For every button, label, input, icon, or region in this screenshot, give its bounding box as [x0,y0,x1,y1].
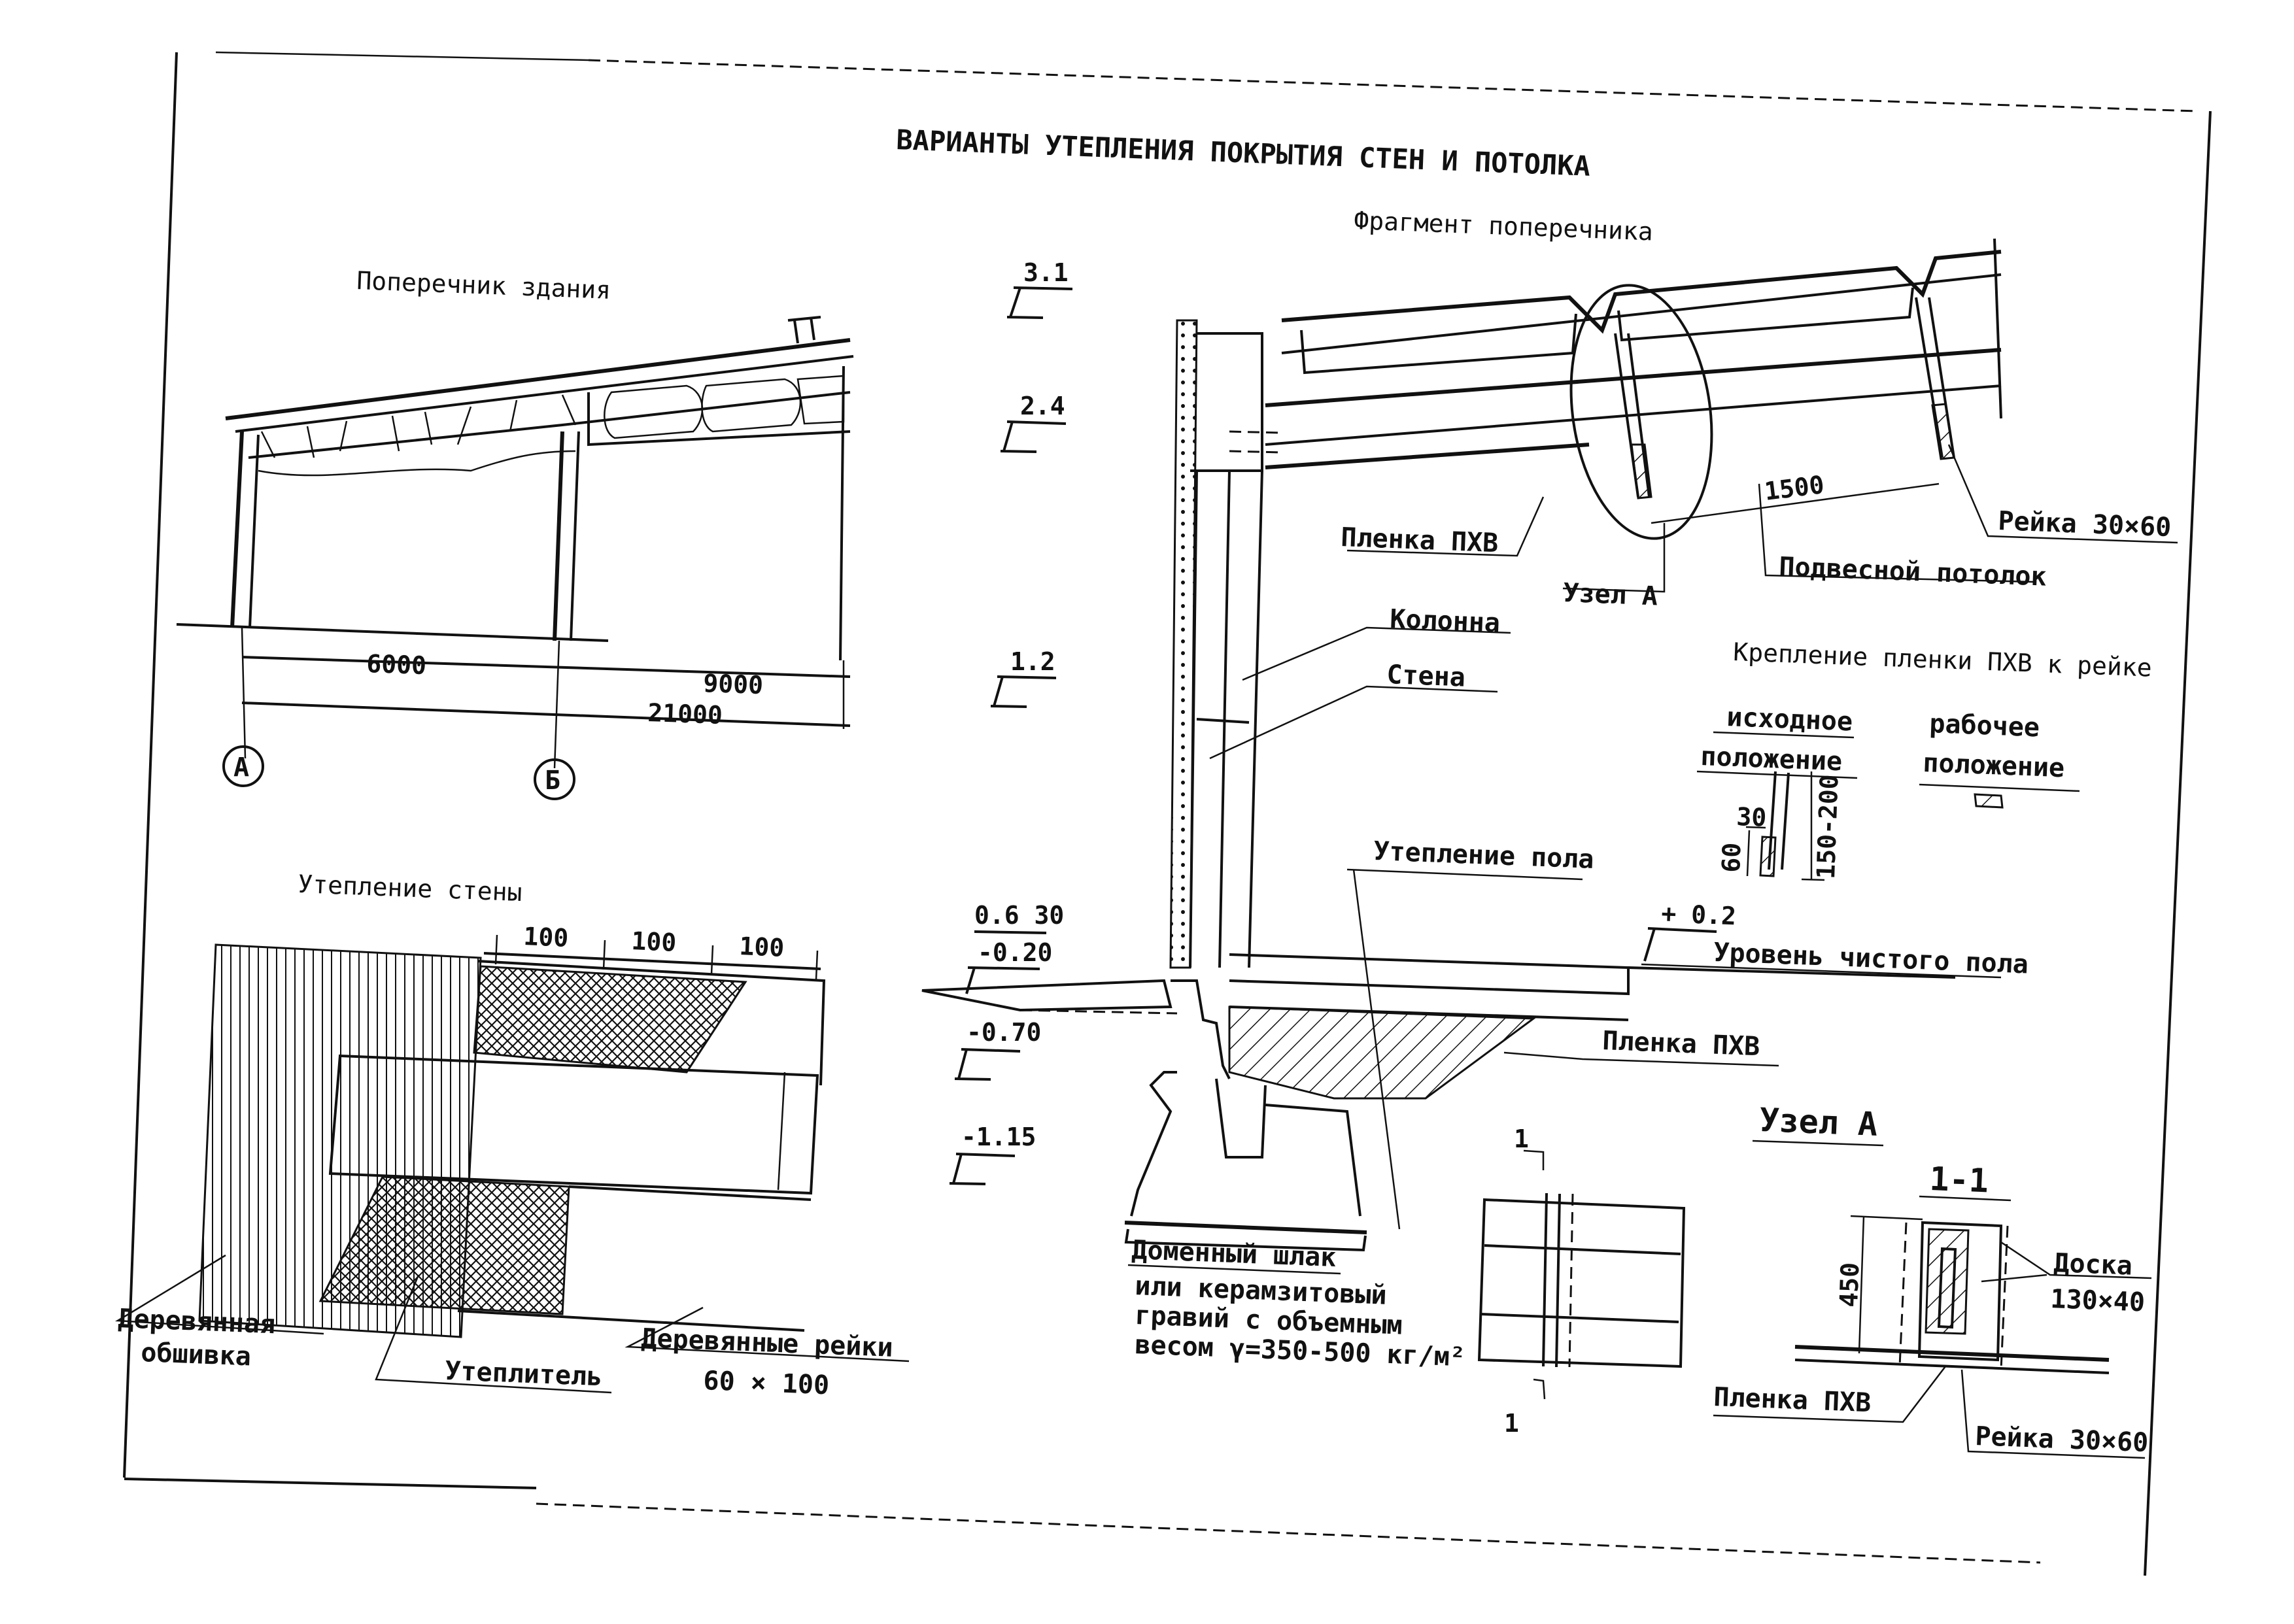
level-marks: 3.1 2.4 1.2 0.6 30 -0.20 -0.70 -1.15 [949,258,1073,1185]
wall-dim-2: 100 [631,926,677,957]
label-floor-insulation: Утепление пола [1373,836,1595,875]
level-1-text: 3.1 [1023,258,1069,287]
slag-line-4: весом γ=350-500 кг/м² [1135,1330,1466,1372]
level-2-text: 2.4 [1020,392,1065,420]
level-mark-3: 1.2 [990,647,1057,708]
insulant-bottom [318,1176,570,1315]
level-mark-7: -1.15 [949,1123,1036,1185]
dim-150-200: 150-200 [1811,774,1844,880]
fragment-section: Фрагмент поперечника [921,206,2178,1372]
node-a-highlight [1569,284,1713,540]
working-position-line1: рабочее [1929,709,2040,743]
label-battens-line1: Деревянные рейки [641,1323,894,1363]
wall-insulation-title: Утепление стены [298,870,523,907]
wood-batten [328,1054,819,1195]
label-film-roof: Пленка ПХВ [1341,522,1499,558]
cut-mark-top: 1 [1514,1125,1529,1153]
label-wall: Стена [1386,660,1466,693]
label-insulant: Утеплитель [445,1356,603,1392]
wall-masonry [1169,319,1198,969]
level-mark-5: -0.20 [965,938,1052,994]
axis-marker-b [534,758,575,800]
film-fixing-title: Крепление пленки ПХВ к рейке [1733,637,2153,683]
level-mark-6: -0.70 [954,1018,1041,1081]
axis-marker-a [222,745,264,787]
initial-position-line2: положение [1700,741,1843,777]
dim-30: 30 [1736,802,1767,832]
axis-label-a: А [233,753,249,783]
cut-mark-bottom: 1 [1504,1409,1519,1438]
insulant-top [473,965,747,1074]
dim-450: 450 [1834,1262,1864,1308]
label-board-line2: 130×40 [2050,1284,2146,1318]
label-column: Колонна [1390,604,1501,638]
node-a-title: Узел А [1759,1101,1879,1143]
wall-dim-3: 100 [739,932,785,962]
node-a-detail: Узел А 1 1 1-1 450 Доска 130×40 Пленка П… [1477,1101,2152,1459]
wall-insulation-detail: Утепление стены 100 100 100 Деревянная о… [114,870,910,1400]
level-mark-1: 3.1 [1006,258,1073,319]
film-fixing-detail: Крепление пленки ПХВ к рейке исходное по… [1696,637,2153,881]
label-cladding-line2: обшивка [141,1338,252,1372]
label-node-batten: Рейка 30×60 [1975,1421,2149,1458]
dim-total: 21000 [647,698,723,730]
label-node-a: Узел А [1563,578,1658,612]
label-board-line1: Доска [2053,1248,2133,1281]
label-suspended-ceiling: Подвесной потолок [1779,552,2047,592]
level-5-text: -0.20 [978,938,1052,967]
label-battens-line2: 60 × 100 [703,1366,830,1400]
level-7-text: -1.15 [961,1123,1036,1151]
level-6-text: -0.70 [967,1018,1041,1047]
level-mark-4: 0.6 30 [974,901,1064,934]
label-film-floor: Пленка ПХВ [1602,1026,1760,1062]
label-cladding-line1: Деревянная [118,1304,276,1340]
initial-position-line1: исходное [1726,702,1853,737]
dim-span-1: 6000 [366,649,427,680]
sheet-frame [123,51,2212,1576]
board-section [1925,1228,1970,1335]
label-batten-30x60: Рейка 30×60 [1998,506,2172,543]
working-batten [1974,793,2004,809]
label-node-film: Пленка ПХВ [1713,1382,1872,1418]
initial-batten [1759,836,1777,877]
section-1-1-title: 1-1 [1929,1160,1989,1200]
slag-backfill [1228,1006,1537,1100]
wall-dim-1: 100 [523,922,569,953]
dim-60: 60 [1717,842,1747,873]
sheet-title: ВАРИАНТЫ УТЕПЛЕНИЯ ПОКРЫТИЯ СТЕН И ПОТОЛ… [896,124,1591,182]
level-4-text: 0.6 30 [974,901,1064,930]
level-3-text: 1.2 [1010,647,1055,676]
fragment-title: Фрагмент поперечника [1354,206,1654,246]
building-section: Поперечник здания 6000 9000 21000 А [176,266,854,800]
level-mark-2: 2.4 [1000,392,1067,453]
level-floor: + 0.2 [1661,899,1737,930]
dim-span-2: 9000 [703,669,764,700]
building-section-title: Поперечник здания [356,266,611,305]
working-position-line2: положение [1923,748,2065,783]
axis-label-b: Б [545,766,560,796]
